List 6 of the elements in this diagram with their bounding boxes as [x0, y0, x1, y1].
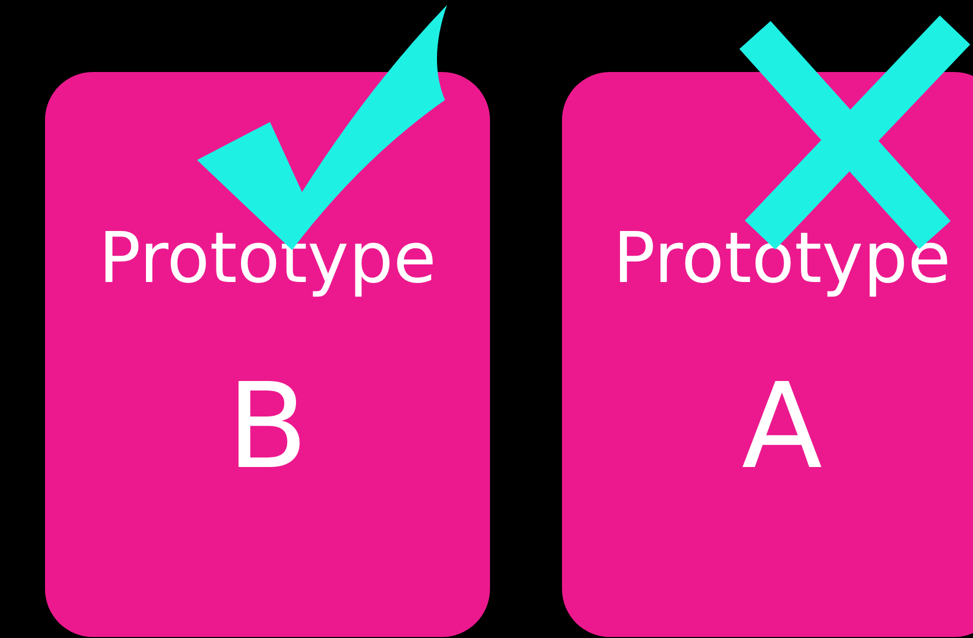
card-letter: B — [226, 357, 309, 495]
card-title: Prototype — [612, 217, 952, 299]
prototype-card — [562, 72, 973, 637]
prototype-card — [45, 72, 490, 637]
card-title: Prototype — [98, 217, 438, 299]
card-letter: A — [740, 357, 824, 495]
